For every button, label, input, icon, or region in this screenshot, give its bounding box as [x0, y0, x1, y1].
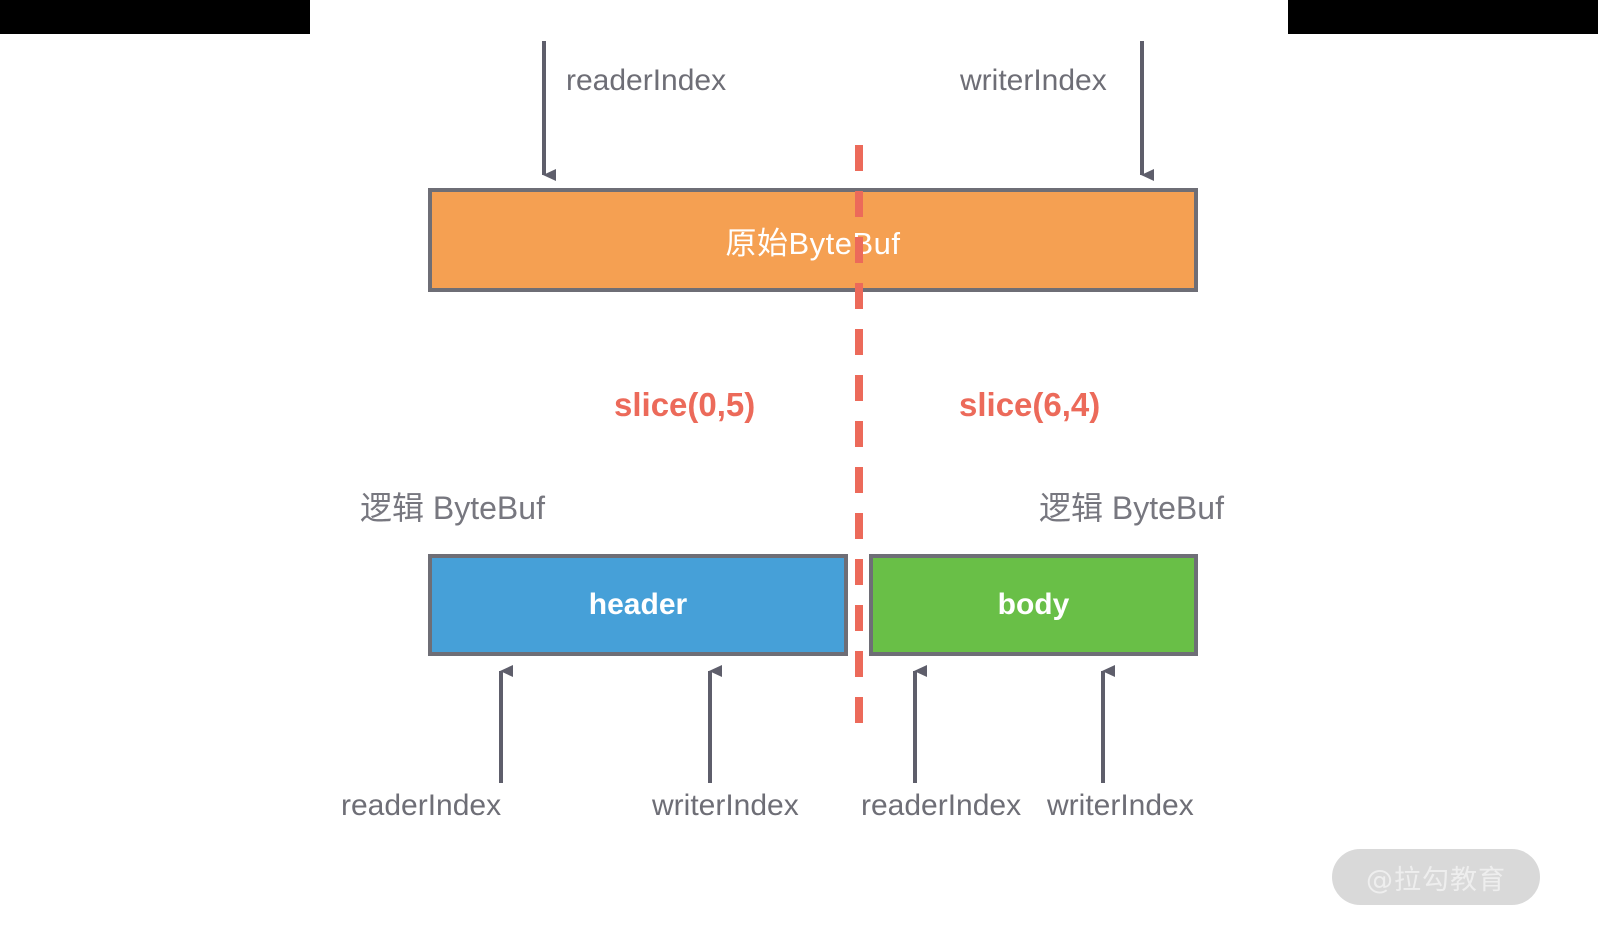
label-top-writerindex: writerIndex [960, 64, 1107, 97]
letterbox-bar-right [1288, 0, 1598, 34]
label-header-readerindex: readerIndex [341, 789, 502, 822]
body-bytebuf-label: body [997, 588, 1070, 621]
original-bytebuf-label: 原始ByteBuf [725, 225, 901, 261]
split-divider-line [855, 145, 863, 740]
header-bytebuf-label: header [588, 588, 688, 621]
label-header-writerindex: writerIndex [652, 789, 799, 822]
label-body-readerindex: readerIndex [861, 789, 1022, 822]
label-slice-header: slice(0,5) [614, 386, 756, 423]
caption-logical-bytebuf-body: 逻辑 ByteBuf [1039, 490, 1224, 526]
letterbox-bar-left [0, 0, 310, 34]
label-body-writerindex: writerIndex [1047, 789, 1194, 822]
header-bytebuf-box: header [428, 554, 848, 656]
original-bytebuf-box: 原始ByteBuf [428, 188, 1198, 292]
watermark-label: @拉勾教育 [1366, 864, 1506, 896]
label-slice-body: slice(6,4) [959, 386, 1101, 423]
body-bytebuf-box: body [869, 554, 1198, 656]
watermark-badge: @拉勾教育 [1332, 849, 1540, 905]
caption-logical-bytebuf-header: 逻辑 ByteBuf [360, 490, 545, 526]
label-top-readerindex: readerIndex [566, 64, 727, 97]
